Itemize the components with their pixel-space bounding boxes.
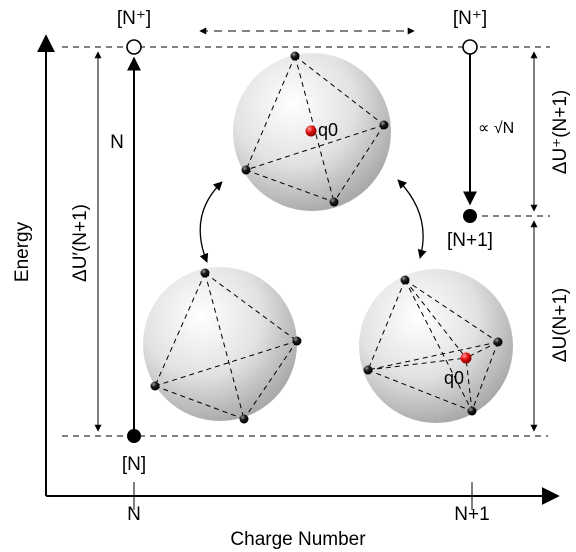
x-axis-label: Charge Number — [230, 529, 366, 550]
delta-u-plus-label: ΔU⁺(N+1) — [550, 90, 571, 174]
state-n-plus-right — [462, 39, 478, 55]
reference-lines — [62, 46, 550, 437]
particle — [200, 268, 210, 278]
sphere-bottom-right — [359, 269, 513, 423]
charge-label-top: q0 — [318, 120, 338, 140]
state-n-plus-1 — [463, 209, 477, 223]
particle — [467, 406, 477, 416]
charge-q0-top — [305, 125, 317, 137]
particle — [239, 414, 249, 424]
state-label-n-plus-right: [N⁺] — [453, 8, 487, 29]
sphere-bottom-left — [143, 267, 302, 424]
curved-arrow-left — [199, 181, 223, 263]
delta-u-prime-label: ΔU′(N+1) — [70, 204, 91, 282]
delta-u-label: ΔU(N+1) — [550, 288, 571, 362]
x-tick-label-n1: N+1 — [454, 504, 489, 525]
particle — [493, 337, 503, 347]
arrow-label-sqrt-n: ∝ √N — [478, 120, 514, 137]
charge-q0-right — [460, 352, 472, 364]
state-label-n-plus-left: [N⁺] — [117, 8, 151, 29]
charge-label-right: q0 — [444, 368, 464, 388]
state-label-n: [N] — [122, 454, 146, 475]
particle — [400, 275, 410, 285]
particle — [241, 165, 251, 175]
x-tick-label-n: N — [127, 504, 141, 525]
state-label-n-plus-1: [N+1] — [447, 230, 493, 251]
state-n — [127, 429, 141, 443]
axes — [37, 34, 560, 510]
arrow-label-n: N — [110, 132, 124, 153]
sphere-top — [233, 51, 391, 211]
particle — [329, 197, 339, 207]
particle — [290, 51, 300, 61]
y-axis-label: Energy — [12, 221, 33, 282]
state-n-plus-left — [126, 39, 142, 55]
particle — [379, 120, 389, 130]
particle — [150, 381, 160, 391]
curved-arrow-right — [397, 179, 427, 259]
particle — [363, 365, 373, 375]
particle — [292, 336, 302, 346]
